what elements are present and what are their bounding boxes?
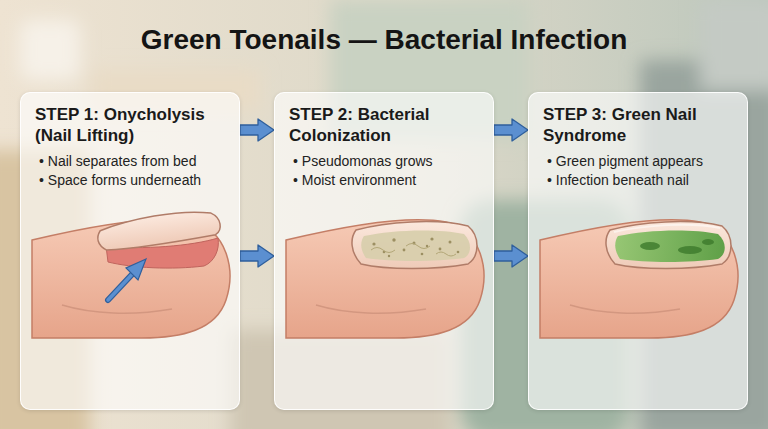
step-panel: STEP 3: Green Nail Syndrome • Green pigme…	[528, 92, 748, 410]
flow-arrow	[240, 119, 274, 141]
toe-step1	[32, 208, 230, 338]
step-heading: STEP 2: Bacterial Colonization	[289, 105, 481, 146]
bullet-text: • Moist environment	[289, 171, 481, 190]
step-panel: STEP 2: Bacterial Colonization • Pseudomo…	[274, 92, 494, 410]
bullet-text: • Nail separates from bed	[35, 152, 227, 171]
step-heading: STEP 3: Green Nail Syndrome	[543, 105, 735, 146]
bullet-text: • Pseudomonas grows	[289, 152, 481, 171]
bullet-text: • Green pigment appears	[543, 152, 735, 171]
bullet-text: • Space forms underneath	[35, 171, 227, 190]
flow-arrow	[494, 245, 528, 267]
bullet-text: • Infection beneath nail	[543, 171, 735, 190]
step-panel: STEP 1: Onycholysis (Nail Lifting) • Nail…	[20, 92, 240, 410]
flow-arrow	[240, 245, 274, 267]
flow-arrow	[494, 119, 528, 141]
toe-step3	[540, 220, 738, 338]
toe-step2	[286, 220, 484, 338]
diagram-title: Green Toenails — Bacterial Infection	[0, 24, 768, 56]
step-heading: STEP 1: Onycholysis (Nail Lifting)	[35, 105, 227, 146]
pointer-arrow	[108, 259, 146, 300]
